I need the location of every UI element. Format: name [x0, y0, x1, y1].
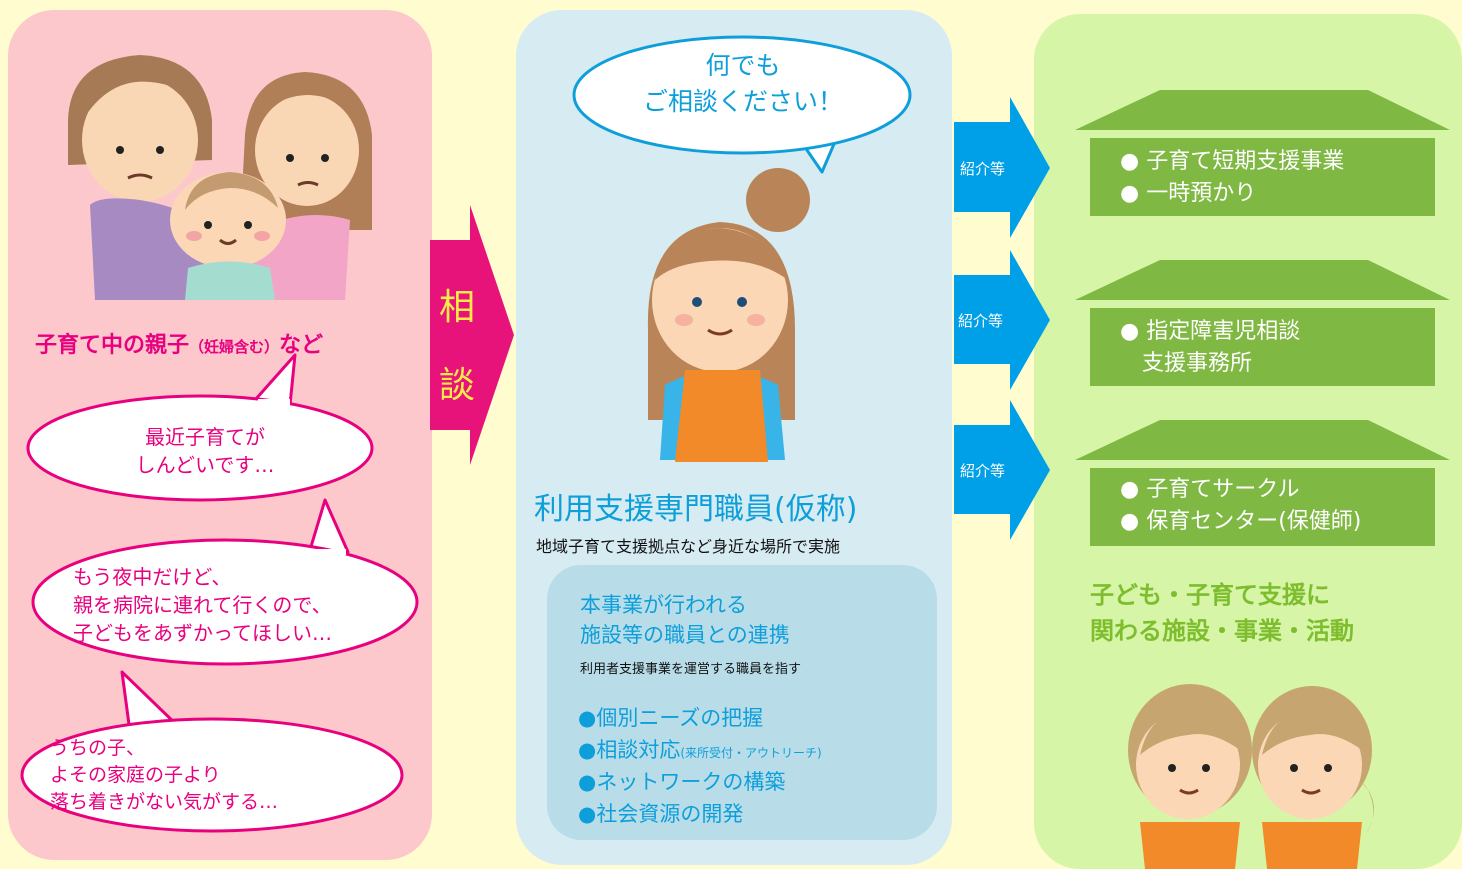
consult-arrow — [430, 205, 514, 465]
service-house-2-text: ● 指定障害児相談 支援事務所 — [1120, 319, 1301, 376]
worry-text-1: 最近子育てが しんどいです… — [135, 425, 275, 477]
services-caption: 子ども・子育て支援に 関わる施設・事業・活動 — [1090, 581, 1354, 645]
role-item: ●社会資源の開発 — [578, 802, 744, 826]
worry-text-3: うちの子、 よその家庭の子より 落ち着きがない気がする… — [50, 737, 279, 813]
role-item: ●ネットワークの構築 — [578, 770, 786, 794]
service-house-1-text: ● 子育て短期支援事業 ● 一時預かり — [1120, 149, 1345, 206]
staff-title: 利用支援専門職員(仮称) — [534, 492, 858, 527]
family-illustration — [68, 55, 372, 300]
referral-arrows — [954, 97, 1050, 540]
referral-label: 紹介等 — [960, 160, 1006, 178]
worry-bubble-2 — [31, 498, 419, 666]
collaboration-title: 本事業が行われる 施設等の職員との連携 — [580, 593, 790, 647]
worry-bubble-3 — [20, 670, 404, 833]
referral-label: 紹介等 — [960, 462, 1006, 480]
staff-speech-bubble — [572, 35, 912, 174]
collaboration-note: 利用者支援事業を運営する職員を指す — [580, 662, 802, 677]
referral-label: 紹介等 — [958, 312, 1004, 330]
staff-illustration — [647, 168, 810, 462]
service-houses — [1075, 90, 1450, 546]
worry-bubble-1 — [26, 353, 374, 502]
consult-label-2: 談 — [438, 365, 475, 406]
collaboration-box — [547, 565, 937, 840]
consult-label-1: 相 — [438, 287, 475, 328]
children-illustration — [1128, 684, 1374, 869]
staff-subtitle: 地域子育て支援拠点など身近な場所で実施 — [536, 537, 841, 556]
service-house-3-text: ● 子育てサークル ● 保育センター(保健師) — [1120, 477, 1362, 534]
staff-speech-text: 何でも ご相談ください！ — [642, 51, 843, 116]
worry-text-2: もう夜中だけど、 親を病院に連れて行くので、 子どもをあずかってほしい… — [73, 565, 332, 645]
family-caption: 子育て中の親子（妊婦含む）など — [35, 333, 324, 358]
role-item: ●相談対応(来所受付・アウトリーチ) — [578, 738, 822, 762]
role-item: ●個別ニーズの把握 — [578, 706, 764, 730]
